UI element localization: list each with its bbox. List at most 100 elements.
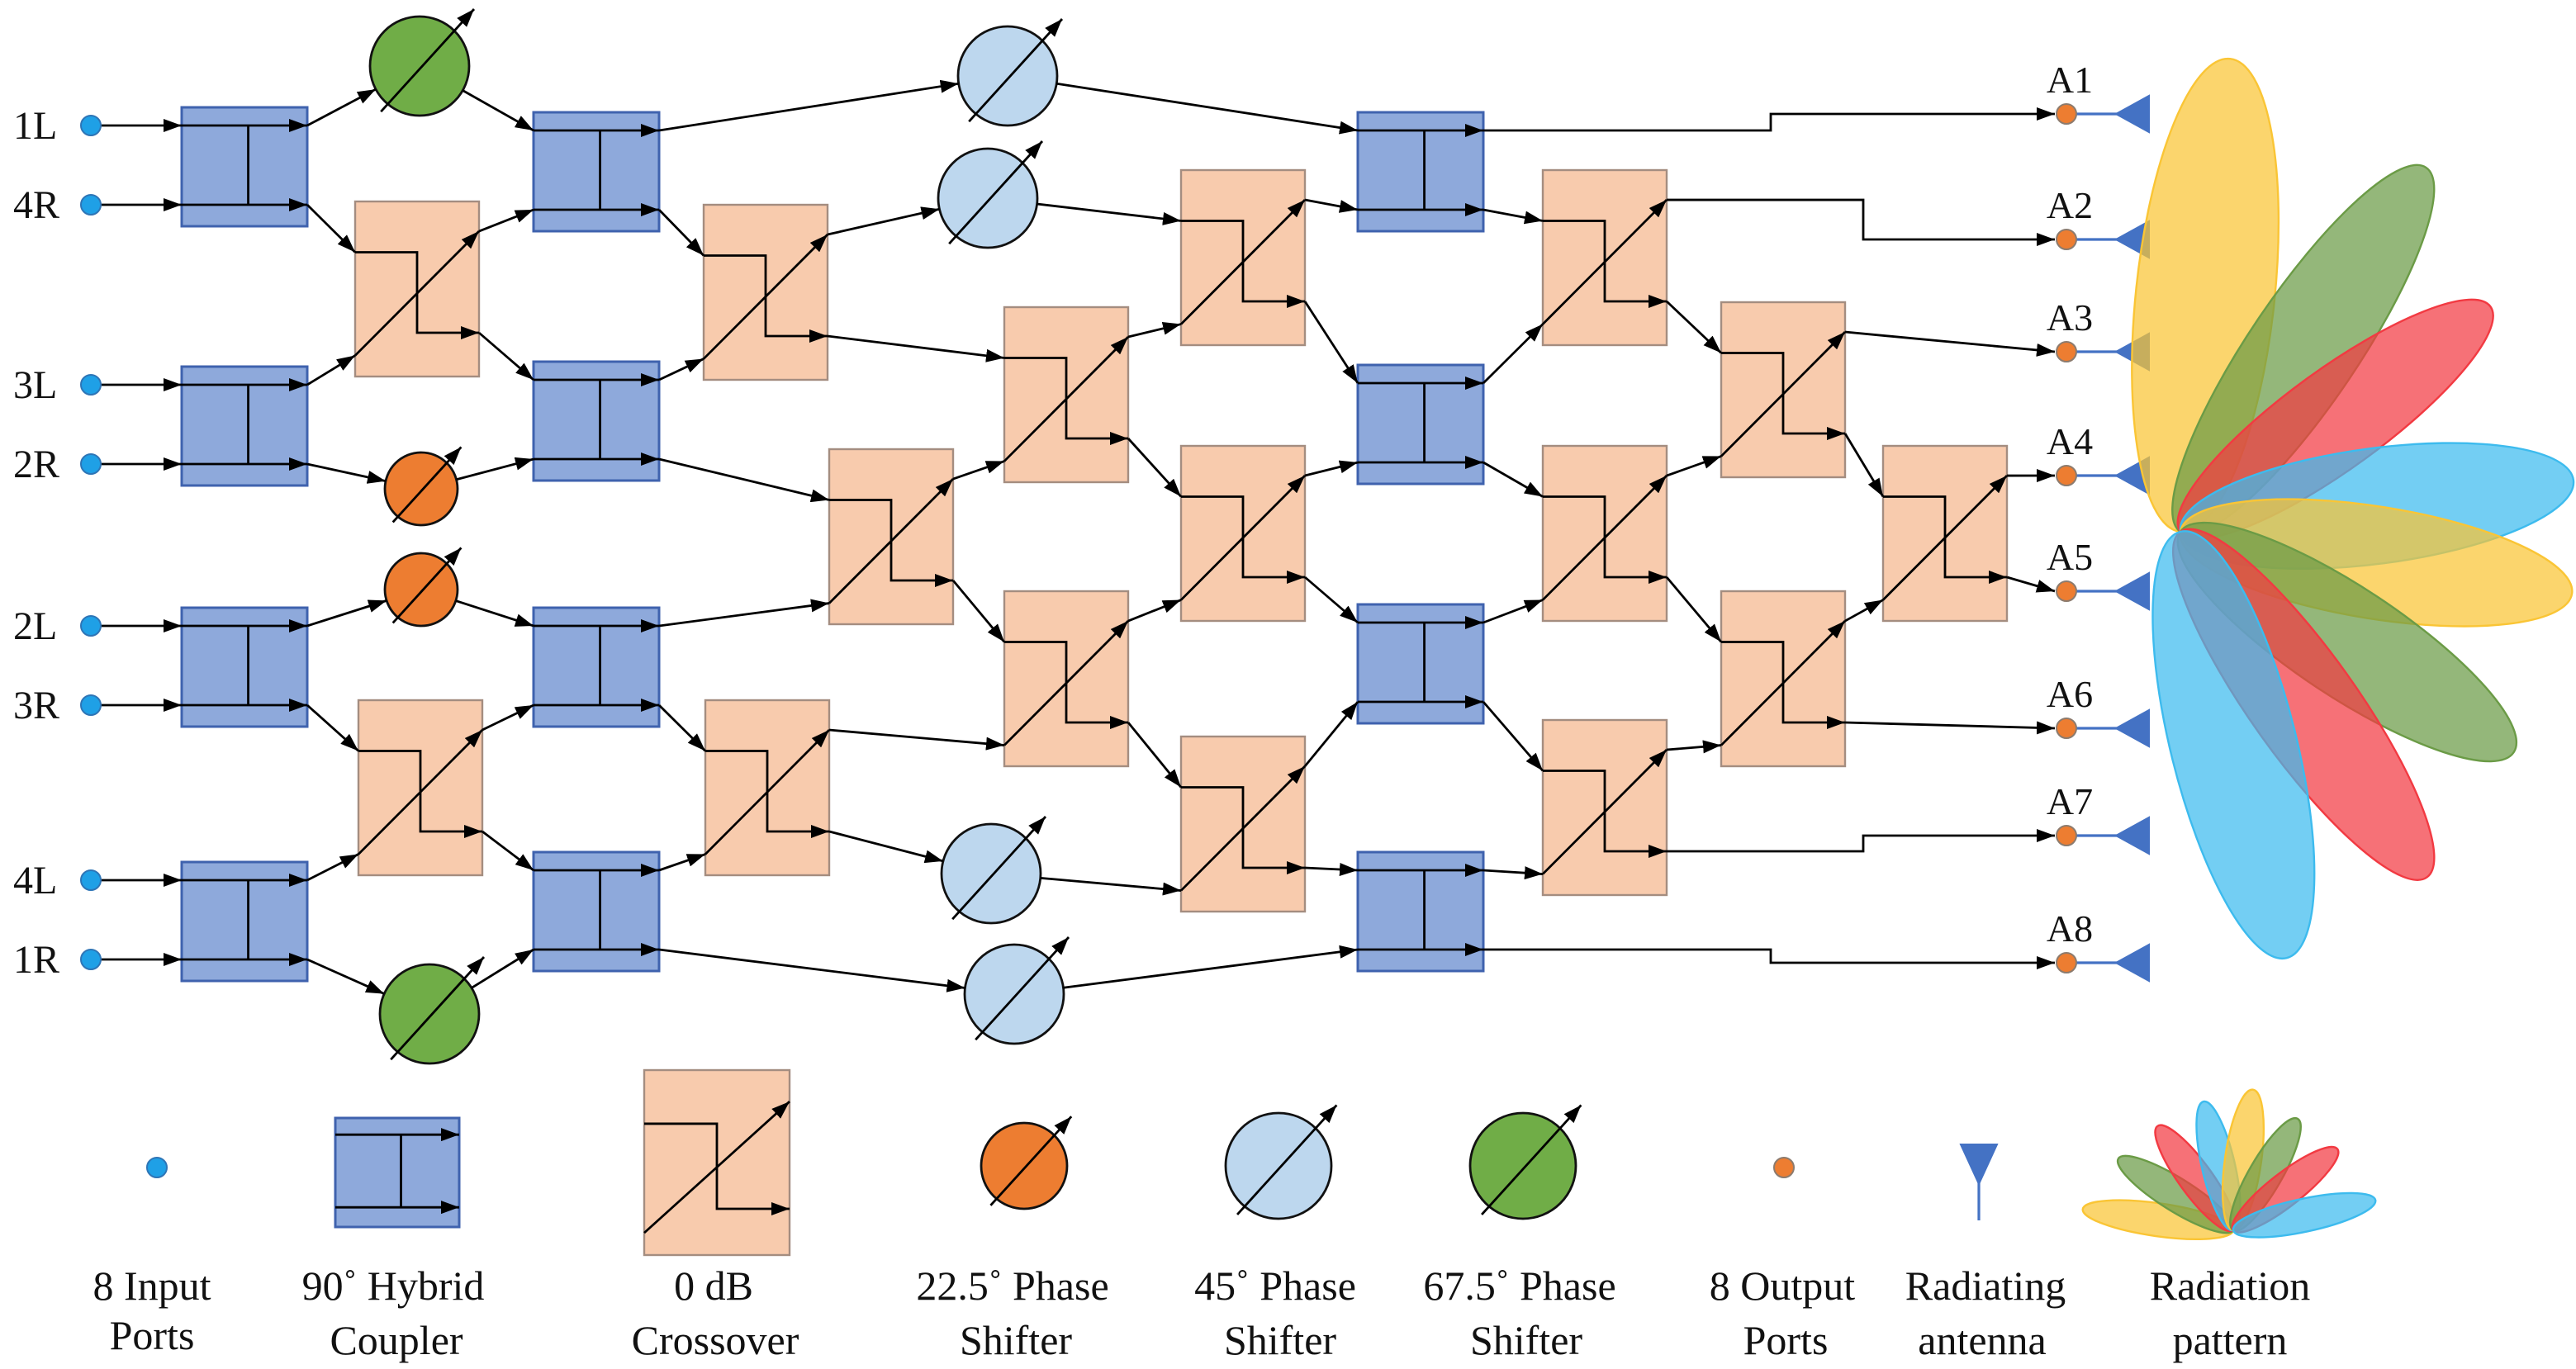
crossover-16 xyxy=(1881,444,2009,623)
signal-wire xyxy=(1040,876,1182,896)
output-port-labels: A1 A2 A3 A4 A5 A6 A7 A8 xyxy=(2047,59,2093,950)
input-label-4R: 4R xyxy=(13,183,59,227)
signal-wire xyxy=(1666,740,1722,754)
phase-shifter-67-5-icon xyxy=(1468,1104,1582,1220)
legend-pattern-line2: pattern xyxy=(2173,1317,2288,1363)
signal-wire xyxy=(1037,202,1182,225)
phase-shifter-45 xyxy=(937,140,1044,249)
tunable-arrow-icon xyxy=(948,140,1044,245)
hybrid-body xyxy=(532,606,661,728)
signal-wire xyxy=(657,209,705,257)
crossover-diagonal-path xyxy=(1180,199,1306,325)
antenna-icon-A6 xyxy=(2113,708,2150,748)
signal-wire xyxy=(1304,862,1359,876)
output-port-A5 xyxy=(2056,580,2077,602)
output-label-A1: A1 xyxy=(2047,59,2093,101)
hybrid-body xyxy=(180,860,309,983)
phase-shifter-22-5 xyxy=(383,547,463,628)
crossover-3 xyxy=(702,203,829,381)
signal-wire xyxy=(1483,599,1544,624)
input-label-4L: 4L xyxy=(13,859,57,902)
signal-wire xyxy=(456,457,534,481)
signal-wire xyxy=(1127,722,1183,789)
legend-antenna-line2: antenna xyxy=(1918,1317,2046,1363)
crossover-12 xyxy=(1541,444,1668,623)
legend-shifter-67-line2: Shifter xyxy=(1470,1317,1582,1363)
hybrid-coupler-9 xyxy=(1356,111,1485,233)
signal-wire xyxy=(827,334,1005,362)
phase-shifter-45-icon xyxy=(1224,1104,1338,1220)
signal-wire xyxy=(1063,945,1359,989)
signal-wire xyxy=(1844,599,1884,623)
signal-wire xyxy=(1844,721,2056,735)
input-label-3L: 3L xyxy=(13,363,57,407)
phase-shifter-22-5 xyxy=(383,446,463,527)
signal-wire xyxy=(1667,198,2055,246)
hybrid-body xyxy=(180,365,309,487)
antenna-icon-A8 xyxy=(2113,943,2150,983)
phase-shifter-22-5-icon xyxy=(980,1116,1073,1210)
signal-wire xyxy=(1844,330,2056,357)
hybrid-coupler-6 xyxy=(532,360,661,482)
signal-wire xyxy=(1127,438,1183,498)
hybrid-body xyxy=(334,1116,461,1229)
output-label-A6: A6 xyxy=(2047,673,2093,715)
crossover-1 xyxy=(353,200,481,378)
radiation-pattern-icon xyxy=(2081,1088,2377,1240)
tunable-arrow-icon xyxy=(975,936,1070,1041)
hybrid-body xyxy=(532,360,661,482)
signal-wire xyxy=(1483,948,2055,969)
legend-output-ports-line2: Ports xyxy=(1743,1317,1829,1363)
tunable-arrow-icon xyxy=(380,8,476,113)
crossover-diagonal-path xyxy=(703,234,828,360)
signal-wire xyxy=(1127,599,1182,623)
signal-wire xyxy=(455,599,534,628)
signal-wire xyxy=(1483,323,1544,384)
signal-wire xyxy=(1666,455,1722,477)
legend-hybrid-line2: Coupler xyxy=(330,1317,463,1363)
output-port-A7 xyxy=(2056,825,2077,846)
tunable-arrow-icon xyxy=(1481,1104,1582,1215)
crossover-diagonal-path xyxy=(1720,620,1846,746)
crossover-diagonal-path xyxy=(704,729,830,855)
signal-wire xyxy=(658,358,704,381)
signal-wire xyxy=(482,703,534,732)
crossover-14 xyxy=(1720,301,1847,479)
antenna-icon-A5 xyxy=(2113,571,2150,611)
hybrid-body xyxy=(180,106,309,228)
input-label-2L: 2L xyxy=(13,604,57,648)
crossover-11 xyxy=(1541,168,1668,347)
tunable-arrow-icon xyxy=(390,956,486,1061)
tunable-arrow-icon xyxy=(951,816,1047,921)
crossover-7 xyxy=(1003,590,1130,768)
signal-wire xyxy=(1304,198,1359,213)
signal-wire xyxy=(658,599,830,628)
input-port-dot-icon xyxy=(146,1157,168,1178)
legend-icons xyxy=(146,1068,2377,1257)
antenna-icon-A7 xyxy=(2113,816,2150,855)
tunable-arrow-icon xyxy=(1236,1104,1338,1215)
legend-shifter-22-line2: Shifter xyxy=(960,1317,1072,1363)
tunable-arrow-icon xyxy=(391,446,463,523)
output-port-A8 xyxy=(2056,952,2077,973)
signal-wire xyxy=(462,89,534,132)
output-port-dot-icon xyxy=(1773,1157,1795,1178)
output-label-A5: A5 xyxy=(2047,536,2093,578)
signal-wire xyxy=(1304,576,1359,624)
signal-wire xyxy=(306,462,387,484)
hybrid-coupler-icon xyxy=(334,1116,461,1229)
signal-wire xyxy=(1127,321,1182,339)
signal-wire xyxy=(827,206,940,236)
legend-input-ports-line1: 8 Input xyxy=(93,1262,211,1309)
hybrid-body xyxy=(1356,603,1485,725)
input-port-labels: 1L 4R 3L 2R 2L 3R 4L 1R xyxy=(13,104,59,982)
hybrid-coupler-3 xyxy=(180,606,309,728)
mini-lobe-8 xyxy=(2232,1191,2377,1239)
signal-wire xyxy=(306,204,356,253)
hybrid-coupler-5 xyxy=(532,111,661,233)
network-wires xyxy=(101,79,2056,995)
signal-wire xyxy=(306,958,385,995)
crossover-diagonal-path xyxy=(828,478,954,604)
crossover-2 xyxy=(357,699,484,877)
hybrid-coupler-7 xyxy=(532,606,661,728)
